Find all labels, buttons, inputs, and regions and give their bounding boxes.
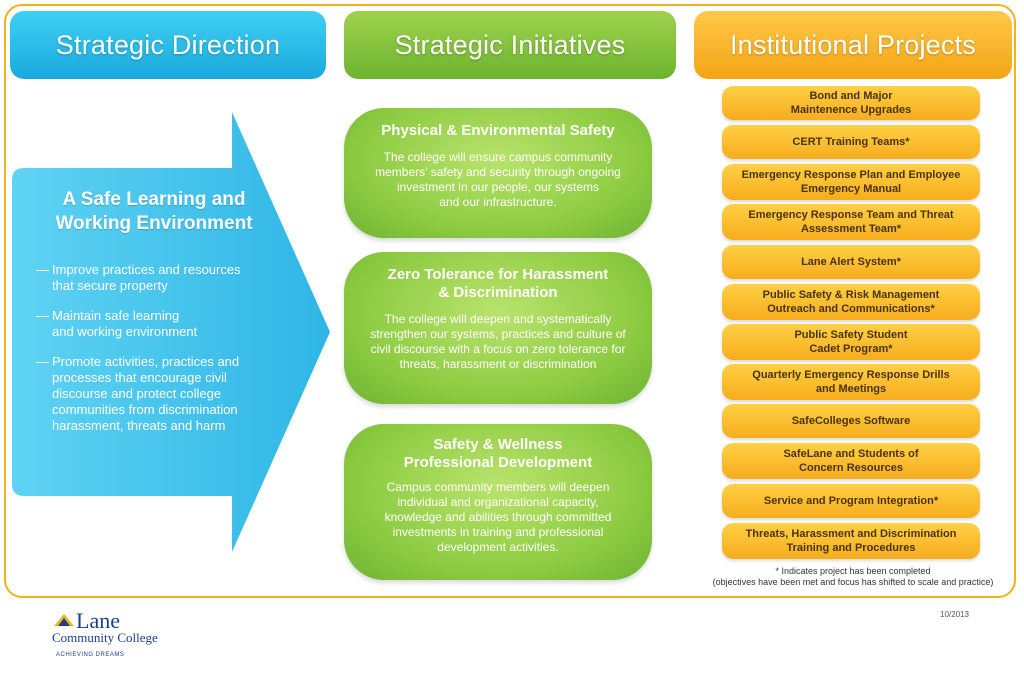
project-label-line: Lane Alert System* [801,256,901,268]
project-label-line: SafeColleges Software [791,415,911,427]
project-label-line: Concern Resources [799,462,903,474]
header-strategic-direction: Strategic Direction [10,11,326,79]
header-strategic-initiatives: Strategic Initiatives [344,11,676,79]
initiative-title-line: & Discrimination [438,284,558,301]
project-label-line: Bond and Major [809,90,893,102]
initiative-desc-line: threats, harassment or discrimination [399,357,597,371]
initiative-desc-line: strengthen our systems, practices and cu… [370,327,626,341]
bullet-text: communities from discrimination [52,402,238,417]
bullet-text: discourse and protect college [52,386,222,401]
project-label-line: CERT Training Teams* [792,136,910,148]
logo-tagline: ACHIEVING DREAMS [56,652,125,658]
bullet-text: Improve practices and resources [52,262,241,277]
footnote-line: (objectives have been met and focus has … [712,577,994,587]
initiative-title-line: Zero Tolerance for Harassment [387,266,609,283]
project-item: Quarterly Emergency Response Drills and … [722,364,980,400]
initiative-description: The college will ensure campus community… [360,150,636,210]
project-item: Service and Program Integration* [722,484,980,518]
project-label-line: Outreach and Communications* [767,303,935,315]
bullet-text: processes that encourage civil [52,370,227,385]
project-label-line: Assessment Team* [800,223,902,235]
project-label-line: Public Safety Student [794,329,908,341]
project-label-line: Public Safety & Risk Management [762,289,940,301]
initiative-desc-line: individual and organizational capacity, [397,495,599,509]
initiative-desc-line: development activities. [437,540,559,554]
direction-title: A Safe Learning and Working Environment [26,188,282,236]
direction-bullet: — Improve practices and resources that s… [36,262,296,294]
college-logo: Lane Community College ACHIEVING DREAMS [48,608,168,668]
project-label-line: Maintenence Upgrades [790,104,912,116]
initiative-title: Safety & Wellness Professional Developme… [360,436,636,472]
project-item: SafeLane and Students of Concern Resourc… [722,443,980,479]
project-item: Lane Alert System* [722,245,980,279]
project-item: Public Safety & Risk Management Outreach… [722,284,980,320]
initiative-desc-line: members’ safety and security through ong… [375,165,621,179]
project-item: CERT Training Teams* [722,125,980,159]
project-label-line: Emergency Response Plan and Employee [741,169,961,181]
initiative-desc-line: investment in our people, our systems [396,180,600,194]
initiative-title: Zero Tolerance for Harassment & Discrimi… [360,266,636,302]
initiative-desc-line: The college will ensure campus community [383,150,613,164]
initiative-description: The college will deepen and systematical… [360,312,636,372]
direction-bullets: — Improve practices and resources that s… [36,262,296,448]
bullet-text: and working environment [52,324,198,339]
initiative-desc-line: knowledge and abilities through committe… [384,510,612,524]
direction-bullet: — Maintain safe learning and working env… [36,308,296,340]
initiative-desc-line: civil discourse with a focus on zero tol… [370,342,626,356]
initiative-title-line: Professional Development [403,454,593,471]
project-item: Public Safety Student Cadet Program* [722,324,980,360]
direction-arrow [12,112,330,552]
project-label-line: Emergency Response Team and Threat [748,209,954,221]
project-label-line: Quarterly Emergency Response Drills [752,369,950,381]
project-item: Emergency Response Plan and Employee Eme… [722,164,980,200]
diagram-frame [4,4,1016,598]
project-label-line: Cadet Program* [809,343,893,355]
direction-title-line: A Safe Learning and [62,189,246,210]
initiative-title-line: Safety & Wellness [433,436,563,453]
project-item: Bond and Major Maintenence Upgrades [722,86,980,120]
initiative-physical-safety: Physical & Environmental Safety The coll… [344,108,652,238]
project-label-line: and Meetings [815,383,887,395]
completion-footnote: * Indicates project has been completed (… [688,566,1018,588]
direction-title-line: Working Environment [55,213,253,234]
bullet-dash: — [36,354,49,369]
project-label-line: SafeLane and Students of [783,448,919,460]
bullet-dash: — [36,308,49,323]
logo-college: Community College [52,630,158,645]
project-label-line: Training and Procedures [786,542,916,554]
initiative-desc-line: investments in training and professional [392,525,604,539]
bullet-text: Promote activities, practices and [52,354,240,369]
initiative-description: Campus community members will deepen ind… [360,480,636,555]
project-label-line: Threats, Harassment and Discrimination [745,528,957,540]
bullet-text: Maintain safe learning [52,308,180,323]
initiative-professional-development: Safety & Wellness Professional Developme… [344,424,652,580]
project-item: Emergency Response Team and Threat Asses… [722,204,980,240]
project-item: Threats, Harassment and Discrimination T… [722,523,980,559]
logo-name: Lane [76,608,120,633]
bullet-text: that secure property [52,278,168,293]
project-item: SafeColleges Software [722,404,980,438]
footnote-line: * Indicates project has been completed [775,566,931,576]
project-label-line: Service and Program Integration* [763,495,939,507]
direction-bullet: — Promote activities, practices and proc… [36,354,296,434]
initiative-zero-tolerance: Zero Tolerance for Harassment & Discrimi… [344,252,652,404]
initiative-title: Physical & Environmental Safety [360,122,636,140]
project-label-line: Emergency Manual [800,183,902,195]
initiative-desc-line: Campus community members will deepen [386,480,610,494]
header-institutional-projects: Institutional Projects [694,11,1012,79]
initiative-desc-line: and our infrastructure. [439,195,557,209]
revision-date: 10/2013 [940,610,969,619]
bullet-text: harassment, threats and harm [52,418,226,433]
initiative-title-line: Physical & Environmental Safety [381,122,615,139]
initiative-desc-line: The college will deepen and systematical… [384,312,612,326]
bullet-dash: — [36,262,49,277]
logo-mark-icon [54,614,74,626]
